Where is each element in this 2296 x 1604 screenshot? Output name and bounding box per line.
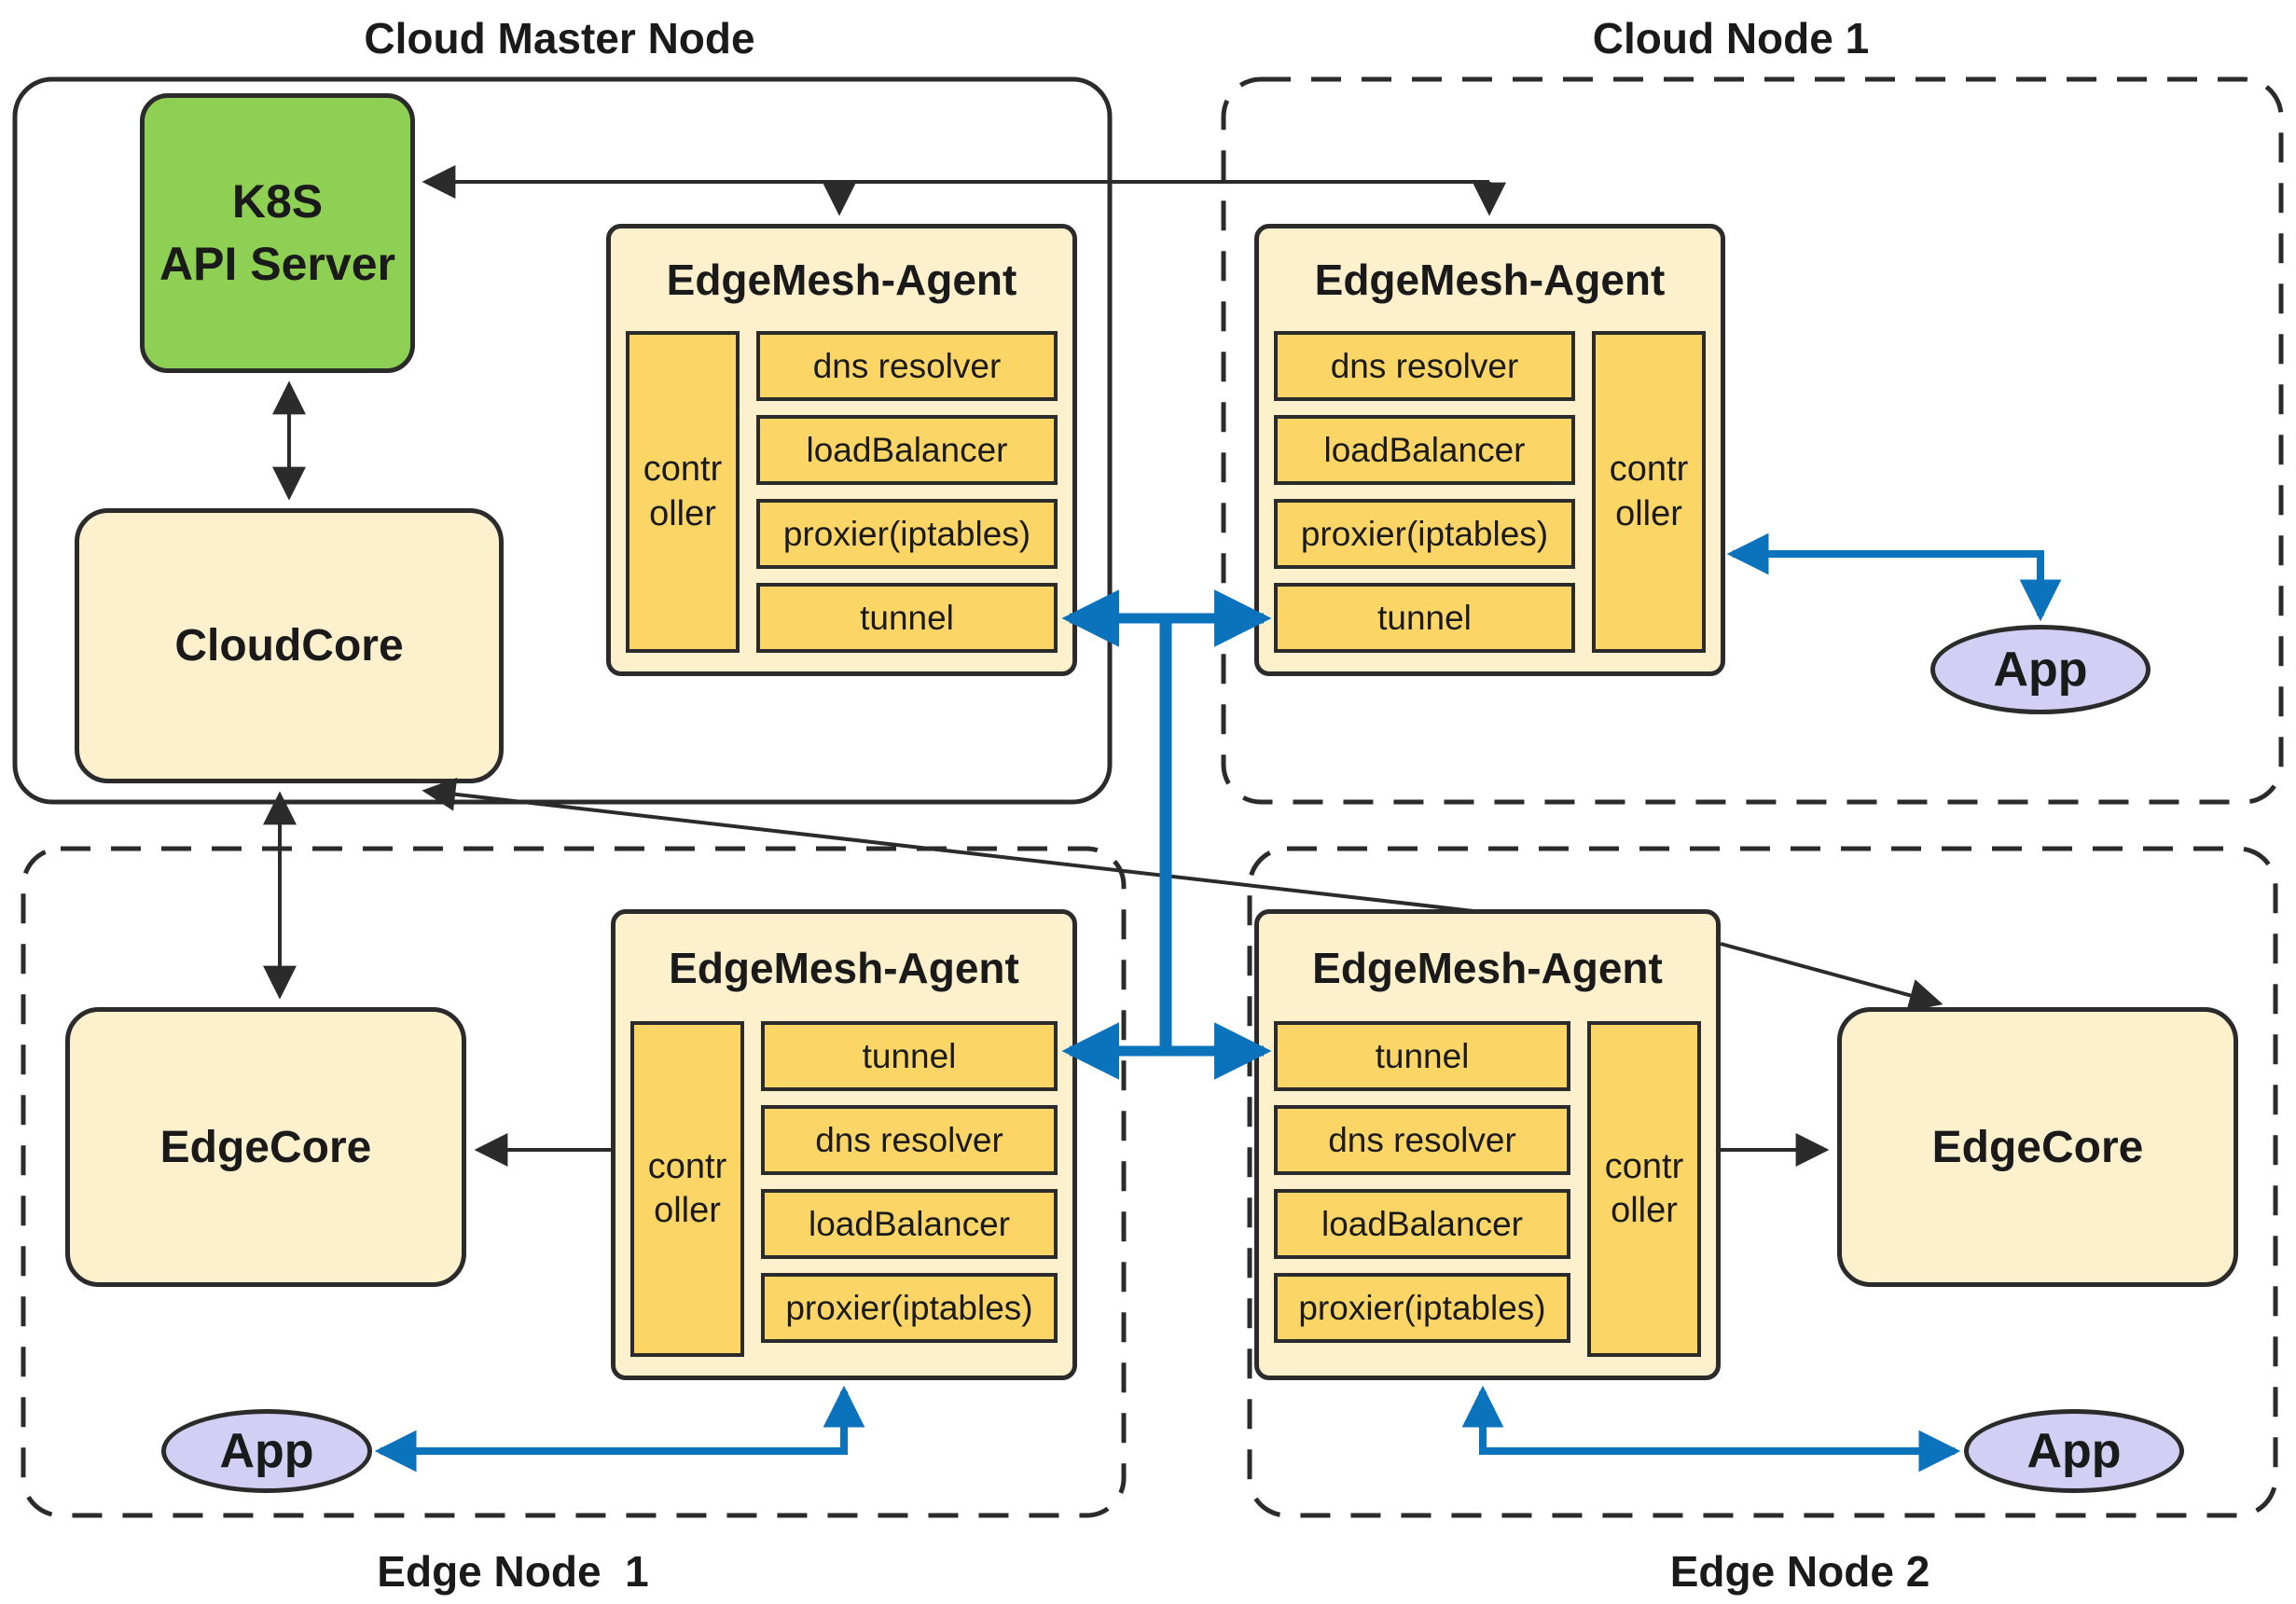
edgecore-box-edge-node-2: EdgeCore (1837, 1007, 2238, 1287)
agent2-app2-link (1461, 1385, 1961, 1473)
module-dns-resolver: dns resolver (756, 331, 1058, 401)
k8s-api-server-label-line2: API Server (159, 238, 395, 290)
cloudcore-label: CloudCore (174, 621, 404, 671)
app-label: App (2026, 1424, 2122, 1478)
agent2-to-edgecore2-diagonal-arrow (1720, 942, 1943, 1012)
edgemesh-agent-title: EdgeMesh-Agent (1314, 256, 1666, 304)
edgemesh-agent-body: contr oller dns resolver loadBalancer pr… (611, 331, 1072, 671)
module-proxier: proxier(iptables) (1274, 1273, 1570, 1343)
module-tunnel: tunnel (1274, 1021, 1570, 1091)
module-proxier: proxier(iptables) (756, 499, 1058, 569)
agent2-to-cloudcore-arrow (422, 777, 1474, 913)
edgecore-box-edge-node-1: EdgeCore (65, 1007, 466, 1287)
controller-label-bottom: oller (1615, 493, 1682, 533)
app-label: App (1993, 643, 2088, 697)
module-tunnel: tunnel (761, 1021, 1058, 1091)
controller-label-bottom: oller (649, 493, 716, 533)
controller-label-top: contr (647, 1146, 727, 1186)
module-proxier: proxier(iptables) (1274, 499, 1575, 569)
module-tunnel: tunnel (1274, 583, 1575, 653)
module-list: dns resolver loadBalancer proxier(iptabl… (1274, 331, 1575, 653)
module-list: dns resolver loadBalancer proxier(iptabl… (756, 331, 1058, 653)
k8s-api-server-box: K8S API Server (140, 93, 415, 373)
module-dns-resolver: dns resolver (761, 1105, 1058, 1175)
controller-box: contr oller (1587, 1021, 1701, 1357)
edge-node-2-title: Edge Node 2 (1669, 1547, 1930, 1596)
controller-box: contr oller (1592, 331, 1706, 653)
controller-box: contr oller (630, 1021, 744, 1357)
edgemesh-agent-edge-node-1: EdgeMesh-Agent contr oller tunnel dns re… (611, 909, 1077, 1380)
controller-cloud1-app-link (1726, 532, 2062, 622)
cloud-node-1-title: Cloud Node 1 (1592, 14, 1870, 62)
edgemesh-agent-cloud-master: EdgeMesh-Agent contr oller dns resolver … (606, 224, 1077, 676)
app-cloud-node-1: App (1930, 625, 2151, 714)
module-dns-resolver: dns resolver (1274, 1105, 1570, 1175)
module-list: tunnel dns resolver loadBalancer proxier… (761, 1021, 1058, 1357)
cloud-master-node-title: Cloud Master Node (364, 14, 755, 62)
controller-label-top: contr (1609, 449, 1689, 489)
app-edge-node-2: App (1964, 1409, 2184, 1493)
edgecore-label: EdgeCore (159, 1122, 372, 1172)
controller-label-bottom: oller (1611, 1191, 1678, 1230)
module-loadbalancer: loadBalancer (1274, 415, 1575, 485)
app-edge-node-1: App (161, 1409, 372, 1493)
edgemesh-agent-body: contr oller tunnel dns resolver loadBala… (615, 1021, 1072, 1376)
module-tunnel: tunnel (756, 583, 1058, 653)
module-loadbalancer: loadBalancer (761, 1189, 1058, 1259)
module-list: tunnel dns resolver loadBalancer proxier… (1274, 1021, 1570, 1357)
cloudcore-box: CloudCore (75, 508, 504, 783)
edgemesh-agent-edge-node-2: EdgeMesh-Agent contr oller tunnel dns re… (1254, 909, 1721, 1380)
app-label: App (219, 1424, 314, 1478)
edgemesh-agent-body: contr oller tunnel dns resolver loadBala… (1259, 1021, 1716, 1376)
module-loadbalancer: loadBalancer (1274, 1189, 1570, 1259)
app1-agent1-link (374, 1385, 865, 1473)
controller-label-top: contr (643, 449, 723, 489)
edgecore-label: EdgeCore (1931, 1122, 2144, 1172)
edge-node-1-title: Edge Node 1 (377, 1547, 649, 1596)
edgemesh-agent-body: contr oller dns resolver loadBalancer pr… (1259, 331, 1721, 671)
controller-label-top: contr (1604, 1146, 1684, 1186)
module-dns-resolver: dns resolver (1274, 331, 1575, 401)
controller-box: contr oller (626, 331, 740, 653)
edgemesh-agent-title: EdgeMesh-Agent (666, 256, 1017, 304)
k8s-api-server-label-line1: K8S (231, 174, 324, 228)
edgemesh-agent-cloud-node-1: EdgeMesh-Agent contr oller dns resolver … (1254, 224, 1725, 676)
edgemesh-agent-title: EdgeMesh-Agent (669, 943, 1019, 992)
controller-label-bottom: oller (654, 1191, 721, 1230)
module-proxier: proxier(iptables) (761, 1273, 1058, 1343)
edgemesh-agent-title: EdgeMesh-Agent (1312, 943, 1663, 992)
module-loadbalancer: loadBalancer (756, 415, 1058, 485)
